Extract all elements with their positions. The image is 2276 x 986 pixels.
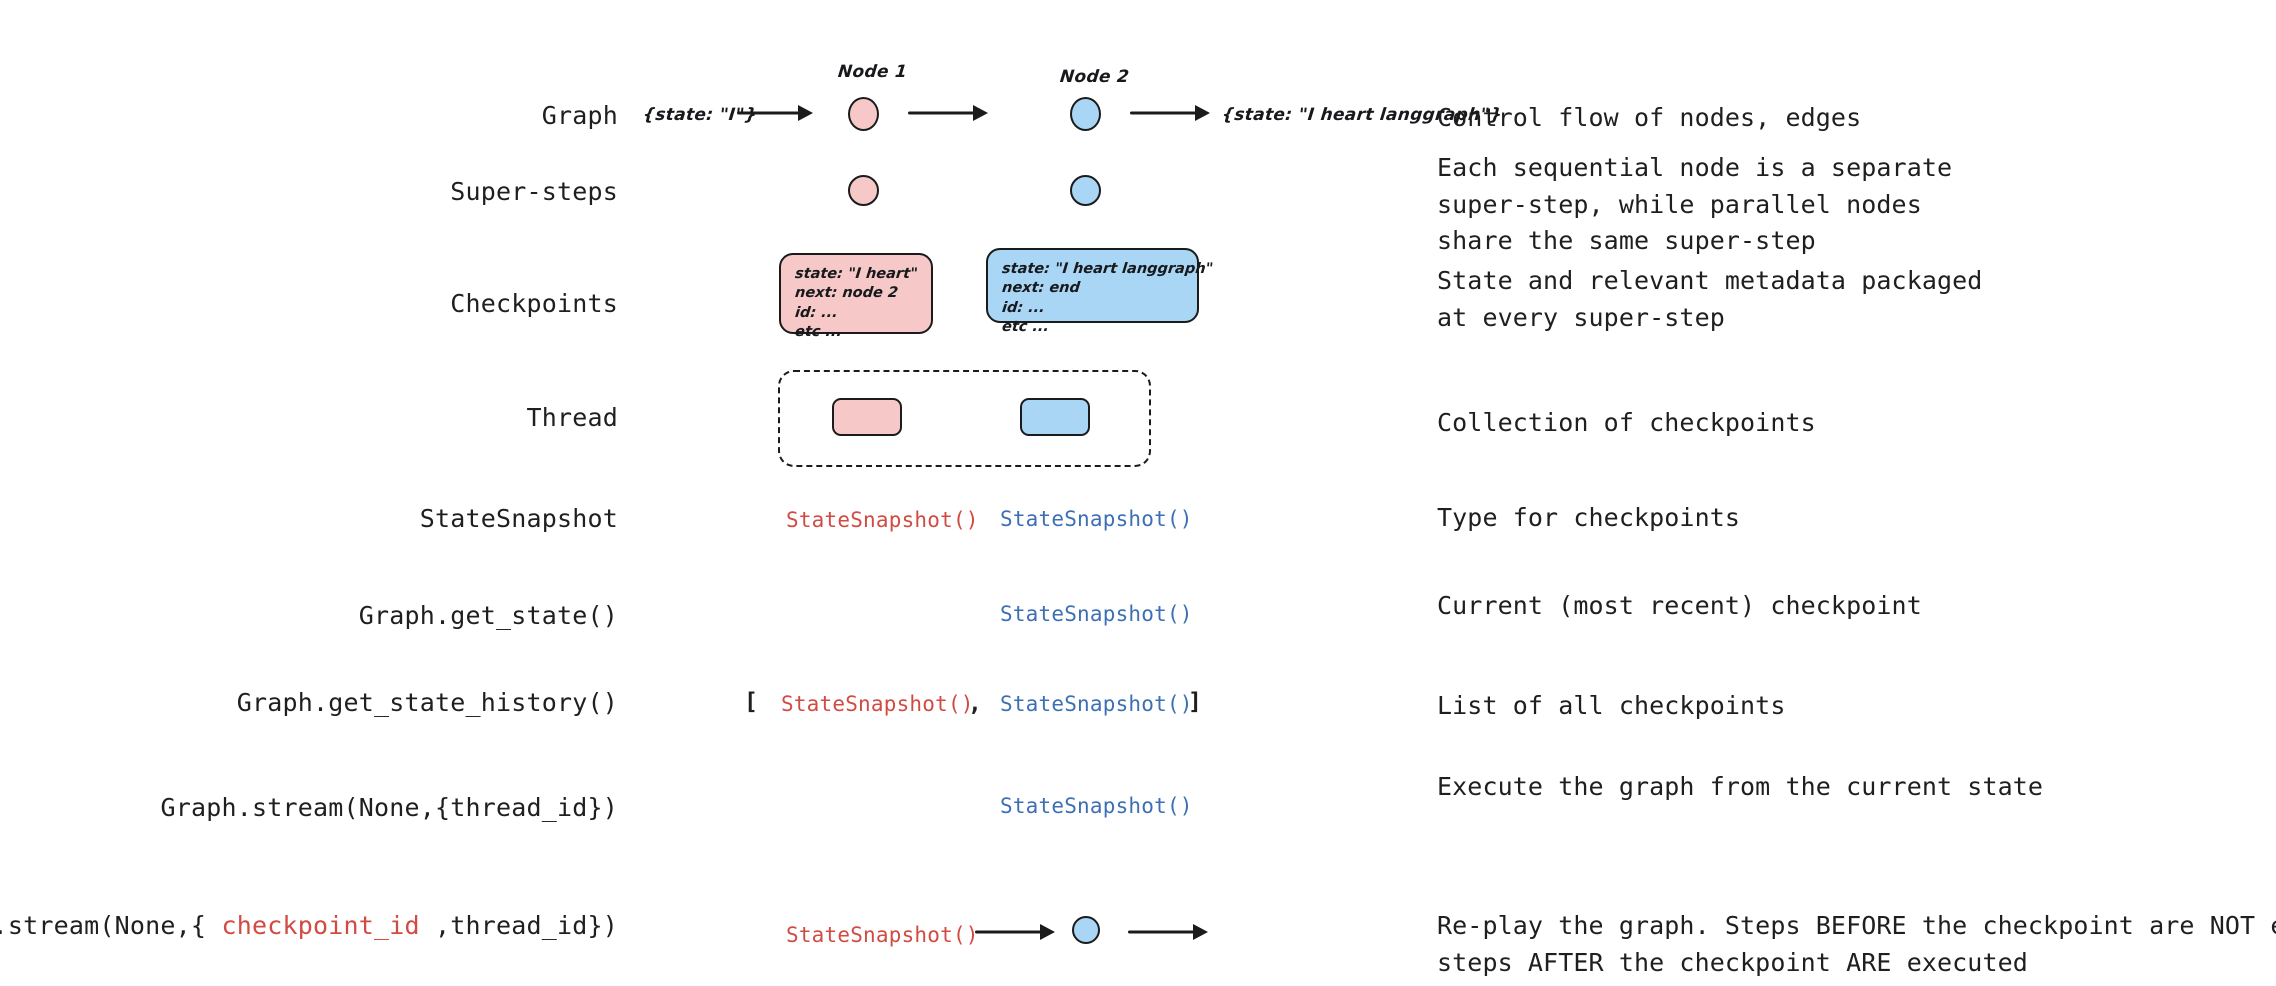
arrow-input-to-node1 [737, 102, 813, 124]
row-label-graph: Graph [541, 101, 618, 130]
statesnapshot-token-replay: StateSnapshot() [786, 923, 979, 947]
description-statesnapshot: Type for checkpoints [1437, 503, 1741, 532]
super-step-node-2-circle [1070, 175, 1101, 206]
arrow-replay-2 [1128, 921, 1208, 943]
replay-node-circle [1072, 916, 1100, 944]
checkpoint-1-line-1: state: "I heart" [794, 266, 919, 282]
stream-label-prefix: Graph.stream(None,{ [0, 911, 207, 940]
statesnapshot-token-red-row5: StateSnapshot() [786, 508, 979, 532]
stream-label-suffix: ,thread_id}) [419, 911, 618, 940]
history-open-bracket: [ [744, 689, 758, 715]
checkpoint-2-line-2: next: end [1001, 280, 1081, 297]
checkpoint-2-line-1: state: "I heart langgraph" [1001, 261, 1214, 277]
checkpoint-1-line-4: etc ... [794, 324, 843, 341]
super-step-node-1-circle [848, 175, 879, 206]
row-label-super-steps: Super-steps [450, 177, 618, 206]
checkpoint-2-line-4: etc ... [1001, 319, 1050, 336]
row-label-column: Graph Super-steps Checkpoints Thread Sta… [0, 0, 618, 986]
checkpoint-1-line-3: id: ... [794, 304, 839, 321]
description-super-steps: Each sequential node is a separate super… [1437, 153, 1953, 255]
row-label-get-state-history: Graph.get_state_history() [236, 688, 618, 717]
node-1-title: Node 1 [836, 62, 909, 82]
statesnapshot-token-blue-row5: StateSnapshot() [1000, 507, 1193, 531]
statesnapshot-token-stream: StateSnapshot() [1000, 794, 1193, 818]
arrow-node1-to-node2 [908, 102, 988, 124]
graph-node-2-circle [1070, 97, 1101, 131]
description-stream-checkpoint: Re-play the graph. Steps BEFORE the chec… [1437, 911, 2276, 977]
row-label-stream-checkpoint: Graph.stream(None,{ checkpoint_id ,threa… [0, 910, 618, 941]
thread-dashed-container [778, 370, 1151, 467]
row-label-get-state: Graph.get_state() [358, 601, 618, 630]
checkpoint-2-line-3: id: ... [1001, 299, 1046, 316]
row-label-stream-thread: Graph.stream(None,{thread_id}) [160, 793, 618, 822]
description-get-state-history: List of all checkpoints [1437, 691, 1786, 720]
checkpoint-box-1: state: "I heart" next: node 2 id: ... et… [779, 253, 933, 340]
description-get-state: Current (most recent) checkpoint [1437, 591, 1922, 620]
description-stream-thread: Execute the graph from the current state [1437, 772, 2044, 801]
checkpoint-box-2: state: "I heart langgraph" next: end id:… [986, 248, 1214, 335]
history-close-bracket: ] [1188, 689, 1202, 715]
statesnapshot-token-history-blue: StateSnapshot() [1000, 692, 1193, 716]
row-label-statesnapshot: StateSnapshot [419, 504, 618, 533]
statesnapshot-token-get-state: StateSnapshot() [1000, 602, 1193, 626]
description-checkpoints: State and relevant metadata packaged at … [1437, 266, 1983, 332]
description-thread: Collection of checkpoints [1437, 408, 1816, 437]
row-label-thread: Thread [526, 403, 618, 432]
node-2-title: Node 2 [1058, 67, 1131, 87]
description-graph: Control flow of nodes, edges [1437, 103, 1862, 132]
arrow-node2-to-output [1130, 102, 1210, 124]
checkpoint-1-line-2: next: node 2 [794, 285, 899, 302]
thread-mini-checkpoint-2 [1020, 398, 1090, 436]
graph-node-1-circle [848, 97, 879, 131]
history-comma: , [968, 691, 982, 717]
row-label-checkpoints: Checkpoints [450, 289, 618, 318]
statesnapshot-token-history-red: StateSnapshot() [781, 692, 974, 716]
thread-mini-checkpoint-1 [832, 398, 902, 436]
checkpoint-id-token: checkpoint_id [221, 911, 420, 940]
arrow-replay-1 [975, 921, 1055, 943]
